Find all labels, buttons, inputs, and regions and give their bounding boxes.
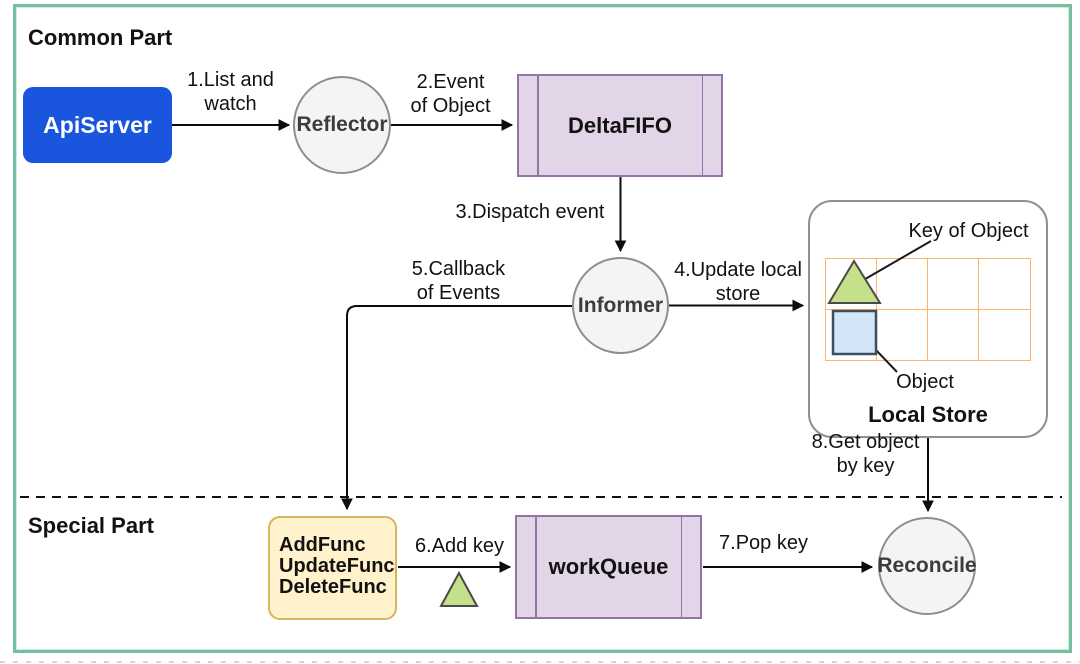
edge-label-line: 6.Add key — [415, 535, 504, 557]
edge-label-line: 2.Event — [416, 71, 485, 93]
edge-label-line: 5.Callback — [411, 258, 506, 280]
event-handlers-node: AddFunc UpdateFunc DeleteFunc — [268, 516, 397, 620]
store-grid-cell — [979, 310, 1030, 361]
delta-fifo-node: DeltaFIFO — [517, 74, 723, 177]
edge-label-event-of-object: 2.Event of Object — [393, 70, 508, 118]
edge-label-line: of Events — [416, 282, 501, 304]
edge-label-line: 8.Get object — [811, 431, 920, 453]
reflector-label: Reflector — [296, 113, 388, 136]
edge-label-line: 1.List and — [187, 69, 274, 91]
api-server-node: ApiServer — [23, 87, 172, 163]
reconcile-label: Reconcile — [877, 554, 977, 577]
informer-node: Informer — [572, 257, 669, 354]
key-of-object-label: Key of Object — [908, 220, 1029, 242]
local-store-node: Key of Object Object Local Store — [808, 200, 1048, 438]
object-label: Object — [896, 371, 954, 393]
api-server-label: ApiServer — [43, 111, 152, 138]
diagram-border — [13, 4, 1072, 653]
work-queue-label: workQueue — [548, 554, 669, 579]
delete-func-label: DeleteFunc — [279, 576, 387, 598]
edge-label-line: watch — [204, 93, 257, 115]
store-grid — [825, 258, 1031, 361]
store-grid-cell — [979, 259, 1030, 310]
edge-label-list-and-watch: 1.List and watch — [173, 68, 288, 116]
edge-label-line: 3.Dispatch event — [455, 201, 605, 223]
edge-label-line: 7.Pop key — [719, 532, 808, 554]
process-stripe — [535, 517, 537, 617]
bottom-artifact-line — [0, 661, 1080, 663]
store-grid-cell — [928, 309, 979, 360]
edge-label-get-object-by-key: 8.Get object by key — [803, 430, 928, 478]
reconcile-node: Reconcile — [877, 517, 977, 615]
work-queue-node: workQueue — [515, 515, 702, 619]
edge-label-pop-key: 7.Pop key — [711, 531, 816, 555]
edge-label-add-key: 6.Add key — [407, 534, 512, 558]
process-stripe — [701, 76, 703, 175]
edge-label-line: 4.Update local — [674, 259, 802, 281]
reflector-node: Reflector — [293, 76, 391, 174]
edge-label-dispatch-event: 3.Dispatch event — [445, 200, 615, 224]
process-stripe — [537, 76, 539, 175]
store-grid-cell — [877, 259, 928, 310]
process-stripe — [680, 517, 682, 617]
update-func-label: UpdateFunc — [279, 555, 395, 577]
edge-label-line: of Object — [410, 95, 491, 117]
store-grid-cell — [928, 259, 979, 310]
edge-label-line: by key — [836, 455, 895, 477]
store-grid-cell — [877, 309, 928, 360]
delta-fifo-label: DeltaFIFO — [568, 112, 672, 138]
edge-label-line: store — [715, 283, 761, 305]
special-part-label: Special Part — [28, 513, 154, 538]
local-store-title: Local Store — [868, 402, 988, 427]
add-func-label: AddFunc — [279, 534, 366, 556]
edge-label-update-local-store: 4.Update local store — [668, 258, 808, 306]
edge-label-callback-of-events: 5.Callback of Events — [396, 257, 521, 305]
store-grid-cell — [826, 309, 877, 360]
common-part-label: Common Part — [28, 25, 173, 50]
store-grid-cell — [826, 259, 877, 310]
informer-label: Informer — [577, 293, 664, 317]
